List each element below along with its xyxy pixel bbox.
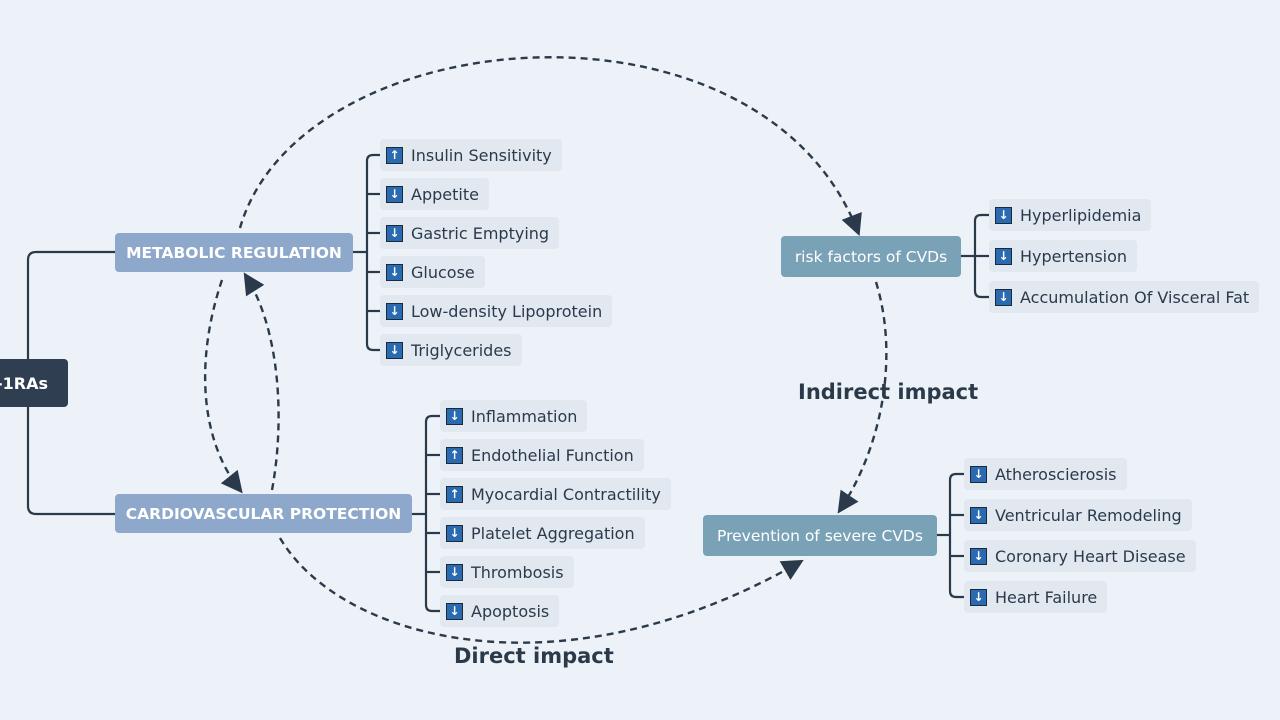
down-arrow-icon: ↓ [995, 288, 1012, 306]
item-label: Ventricular Remodeling [995, 505, 1182, 525]
item-label: Low-density Lipoprotein [411, 301, 603, 321]
down-arrow-icon: ↓ [446, 407, 463, 425]
down-arrow-icon: ↓ [446, 524, 463, 542]
down-arrow-icon: ↓ [446, 563, 463, 581]
item-label: Appetite [411, 184, 479, 204]
down-arrow-icon: ↓ [995, 206, 1012, 224]
item-label: Insulin Sensitivity [411, 145, 552, 165]
risk-factors-label: risk factors of CVDs [794, 247, 948, 266]
list-item[interactable]: ↓ Inflammation [440, 400, 588, 432]
prevention-node[interactable]: Prevention of severe CVDs [703, 515, 937, 556]
item-label: Hypertension [1020, 246, 1128, 266]
list-item[interactable]: ↓ Triglycerides [380, 334, 522, 366]
down-arrow-icon: ↓ [386, 263, 403, 281]
list-item[interactable]: ↓ Atheroscierosis [964, 458, 1127, 490]
item-label: Apoptosis [471, 601, 550, 621]
item-label: Glucose [411, 262, 475, 282]
list-item[interactable]: ↓ Appetite [380, 178, 489, 210]
indirect-impact-label: Indirect impact [798, 380, 979, 404]
list-item[interactable]: ↑ Endothelial Function [440, 439, 644, 471]
item-label: Accumulation Of Visceral Fat [1020, 287, 1250, 307]
direct-impact-label: Direct impact [454, 644, 614, 668]
item-label: Thrombosis [471, 562, 564, 582]
down-arrow-icon: ↓ [386, 302, 403, 320]
down-arrow-icon: ↓ [970, 465, 987, 483]
list-item[interactable]: ↓ Coronary Heart Disease [964, 540, 1196, 572]
down-arrow-icon: ↓ [386, 185, 403, 203]
item-label: Heart Failure [995, 587, 1098, 607]
item-label: Hyperlipidemia [1020, 205, 1142, 225]
down-arrow-icon: ↓ [446, 602, 463, 620]
metabolic-regulation-label: METABOLIC REGULATION [126, 243, 342, 262]
item-label: Triglycerides [411, 340, 512, 360]
down-arrow-icon: ↓ [386, 341, 403, 359]
up-arrow-icon: ↑ [446, 446, 463, 464]
down-arrow-icon: ↓ [970, 588, 987, 606]
list-item[interactable]: ↓ Heart Failure [964, 581, 1108, 613]
item-label: Atheroscierosis [995, 464, 1117, 484]
list-item[interactable]: ↓ Glucose [380, 256, 485, 288]
cardiovascular-protection-label: CARDIOVASCULAR PROTECTION [125, 504, 402, 523]
list-item[interactable]: ↓ Apoptosis [440, 595, 560, 627]
list-item[interactable]: ↓ Low-density Lipoprotein [380, 295, 613, 327]
list-item[interactable]: ↑ Myocardial Contractility [440, 478, 671, 510]
down-arrow-icon: ↓ [970, 547, 987, 565]
list-item[interactable]: ↓ Thrombosis [440, 556, 574, 588]
cardiovascular-protection-node[interactable]: CARDIOVASCULAR PROTECTION [115, 494, 412, 533]
item-label: Gastric Emptying [411, 223, 550, 243]
list-item[interactable]: ↓ Gastric Emptying [380, 217, 560, 249]
down-arrow-icon: ↓ [995, 247, 1012, 265]
risk-factors-node[interactable]: risk factors of CVDs [781, 236, 961, 277]
up-arrow-icon: ↑ [446, 485, 463, 503]
metabolic-regulation-node[interactable]: METABOLIC REGULATION [115, 233, 353, 272]
item-label: Platelet Aggregation [471, 523, 635, 543]
list-item[interactable]: ↑ Insulin Sensitivity [380, 139, 562, 171]
down-arrow-icon: ↓ [386, 224, 403, 242]
list-item[interactable]: ↓ Accumulation Of Visceral Fat [989, 281, 1260, 313]
list-item[interactable]: ↓ Hyperlipidemia [989, 199, 1152, 231]
down-arrow-icon: ↓ [970, 506, 987, 524]
list-item[interactable]: ↓ Hypertension [989, 240, 1138, 272]
item-label: Inflammation [471, 406, 578, 426]
item-label: Endothelial Function [471, 445, 634, 465]
root-node[interactable]: -1RAs [0, 359, 68, 407]
item-label: Myocardial Contractility [471, 484, 661, 504]
item-label: Coronary Heart Disease [995, 546, 1186, 566]
list-item[interactable]: ↓ Ventricular Remodeling [964, 499, 1192, 531]
root-label: -1RAs [0, 373, 48, 393]
prevention-label: Prevention of severe CVDs [717, 526, 923, 545]
up-arrow-icon: ↑ [386, 146, 403, 164]
list-item[interactable]: ↓ Platelet Aggregation [440, 517, 645, 549]
